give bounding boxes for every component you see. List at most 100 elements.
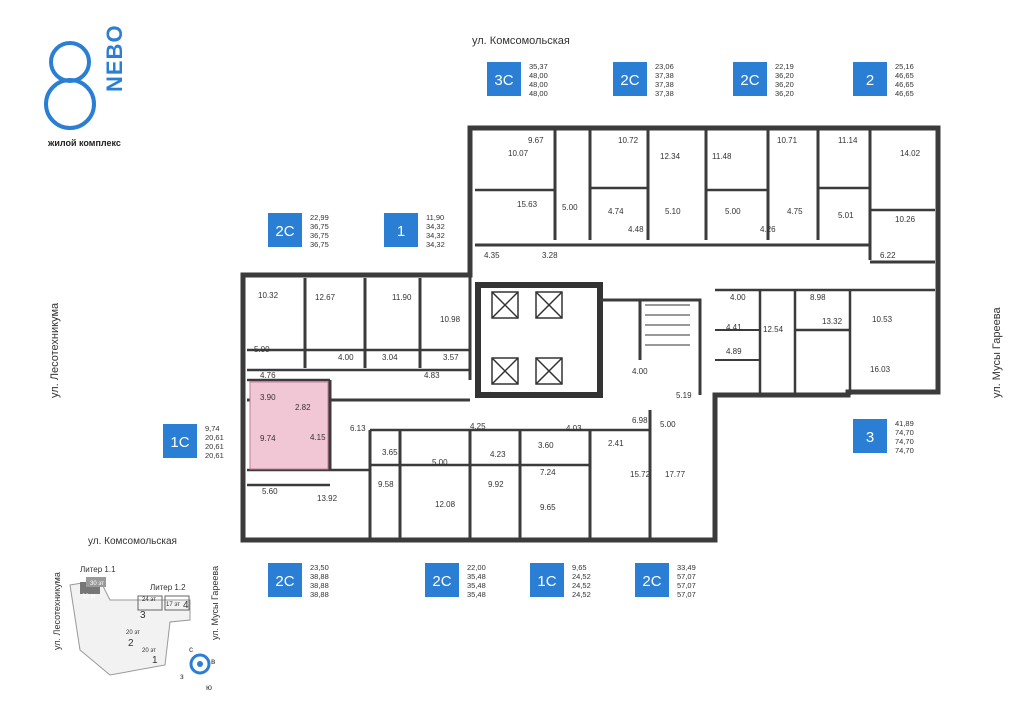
room-area-label: 3.57 — [443, 353, 459, 362]
compass-east: в — [211, 657, 215, 666]
apartment-area-value: 35,37 — [529, 62, 548, 71]
room-area-label: 4.74 — [608, 207, 624, 216]
room-area-label: 12.54 — [763, 325, 784, 334]
apartment-badge-box[interactable] — [268, 213, 302, 247]
apartment-area-value: 36,75 — [310, 240, 329, 249]
building-walls — [240, 125, 941, 543]
room-area-label: 12.08 — [435, 500, 456, 509]
room-area-label: 10.26 — [895, 215, 916, 224]
apartment-type-label: 2С — [275, 573, 294, 590]
compass-north: с — [189, 645, 193, 654]
apartment-badge-box[interactable] — [425, 563, 459, 597]
apartment-badge-box[interactable] — [853, 62, 887, 96]
minimap-floor-5: 20 эт — [126, 630, 140, 636]
room-area-label: 5.00 — [562, 203, 578, 212]
apartment-area-value: 36,75 — [310, 222, 329, 231]
apartment-badge-box[interactable] — [268, 563, 302, 597]
brand-name: NEBO — [102, 24, 127, 92]
apartment-type-label: 2С — [432, 573, 451, 590]
highlighted-apartment[interactable] — [249, 381, 329, 470]
minimap-floor-4: 17 эт — [166, 602, 180, 608]
room-area-label: 4.48 — [628, 225, 644, 234]
room-area-label: 6.98 — [632, 416, 648, 425]
apartment-badge-box[interactable] — [163, 424, 197, 458]
apartment-type-label: 2С — [740, 72, 759, 89]
compass-south: ю — [206, 683, 212, 692]
apartment-badge-box[interactable] — [613, 62, 647, 96]
apartment-area-value: 35,48 — [467, 581, 486, 590]
elevator-shafts — [491, 291, 690, 385]
room-area-label: 11.48 — [712, 152, 732, 161]
apartment-area-value: 11,90 — [426, 213, 444, 222]
room-area-label: 10.32 — [258, 291, 279, 300]
room-area-label: 13.32 — [822, 317, 843, 326]
minimap-street-right: ул. Мусы Гареева — [210, 566, 220, 640]
room-area-label: 11.14 — [838, 136, 858, 145]
apartment-area-value: 22,19 — [775, 62, 794, 71]
minimap-street-left: ул. Лесотехникума — [52, 572, 62, 650]
apartment-badge-box[interactable] — [733, 62, 767, 96]
minimap-floor-3: 24 эт — [142, 597, 156, 603]
apartment-area-value: 24,52 — [572, 572, 591, 581]
apartment-area-value: 38,88 — [310, 581, 329, 590]
apartment-area-value: 9,74 — [205, 424, 220, 433]
room-area-label: 15.63 — [517, 200, 538, 209]
apartment-badge-box[interactable] — [853, 419, 887, 453]
apartment-area-value: 20,61 — [205, 433, 224, 442]
site-minimap: ул. Комсомольская ул. Лесотехникума ул. … — [52, 536, 220, 692]
room-area-label: 11.90 — [392, 293, 412, 302]
apartment-badge-box[interactable] — [384, 213, 418, 247]
apartment-type-label: 3С — [494, 72, 513, 89]
room-area-label: 5.00 — [254, 345, 270, 354]
apartment-badge-box[interactable] — [635, 563, 669, 597]
apartment-area-value: 24,52 — [572, 581, 591, 590]
brand-logo-icon — [44, 41, 96, 130]
apartment-area-value: 36,20 — [775, 71, 794, 80]
apartment-area-value: 36,75 — [310, 231, 329, 240]
apartment-badge-box[interactable] — [487, 62, 521, 96]
room-area-label: 4.03 — [566, 424, 582, 433]
apartment-area-value: 35,48 — [467, 590, 486, 599]
apartment-area-value: 33,49 — [677, 563, 696, 572]
room-area-label: 4.00 — [632, 367, 648, 376]
apartment-area-value: 37,38 — [655, 89, 674, 98]
room-area-label: 4.35 — [484, 251, 500, 260]
room-area-label: 5.00 — [432, 458, 448, 467]
brand-subtitle: жилой комплекс — [47, 138, 121, 148]
apartment-area-value: 34,32 — [426, 222, 445, 231]
minimap-floor-1: 30 эт — [90, 581, 104, 587]
apartment-area-value: 20,61 — [205, 442, 224, 451]
apartment-area-value: 46,65 — [895, 80, 914, 89]
apartment-badge-box[interactable] — [530, 563, 564, 597]
room-area-label: 6.13 — [350, 424, 366, 433]
minimap-liter1: Литер 1.1 — [80, 565, 116, 574]
apartment-area-value: 48,00 — [529, 89, 548, 98]
apartment-area-value: 48,00 — [529, 80, 548, 89]
minimap-section-2: 2 — [128, 638, 134, 649]
apartment-area-value: 36,20 — [775, 89, 794, 98]
room-area-label: 13.92 — [317, 494, 338, 503]
room-area-label: 12.34 — [660, 152, 681, 161]
room-area-label: 10.72 — [618, 136, 639, 145]
minimap-liter2: Литер 1.2 — [150, 583, 186, 592]
apartment-area-value: 46,65 — [895, 71, 914, 80]
apartment-area-value: 74,70 — [895, 428, 914, 437]
apartment-type-label: 3 — [866, 429, 874, 446]
room-area-label: 4.15 — [310, 433, 326, 442]
room-area-label: 9.58 — [378, 480, 394, 489]
apartment-area-value: 34,32 — [426, 240, 445, 249]
room-area-label: 10.53 — [872, 315, 893, 324]
